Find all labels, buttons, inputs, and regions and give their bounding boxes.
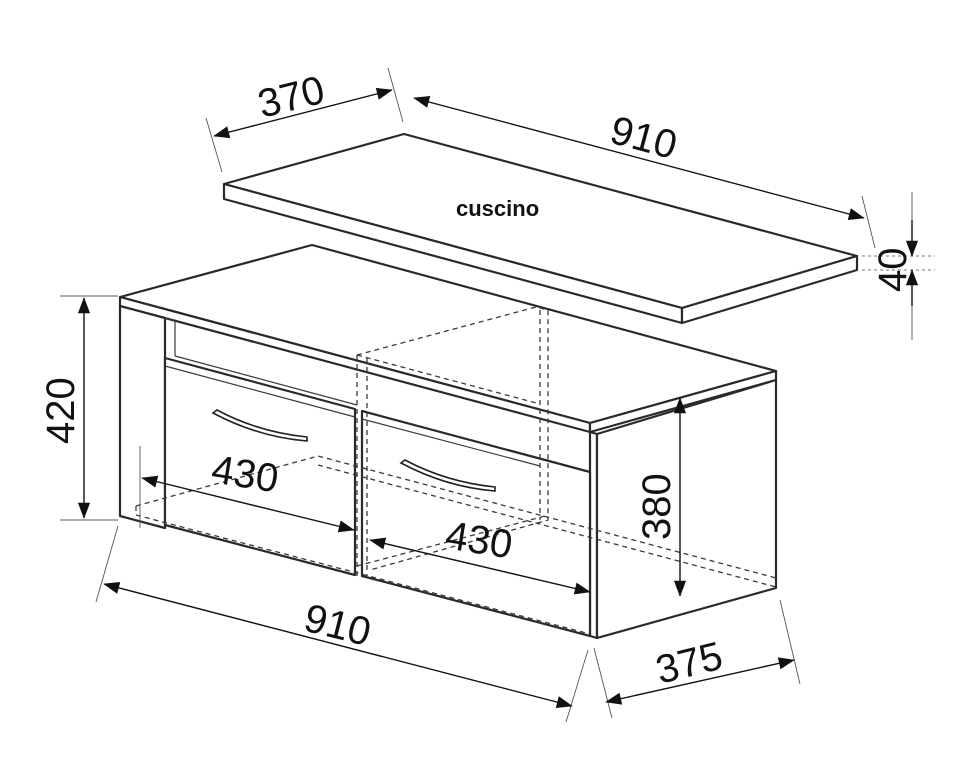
right-side-panel bbox=[595, 378, 778, 640]
drawer-lip-left bbox=[164, 365, 356, 418]
drawer-handle-left bbox=[211, 409, 308, 442]
cushion-side-face bbox=[680, 254, 859, 325]
hidden-partition bbox=[356, 306, 549, 571]
hidden-bottom-back-2 bbox=[317, 464, 777, 588]
drawer-handle-right bbox=[399, 459, 496, 492]
hidden-bottom-back bbox=[135, 455, 777, 579]
dim-inner-height-label: 380 bbox=[635, 473, 679, 540]
dim-total-depth-label: 375 bbox=[652, 634, 727, 693]
shelf-edge bbox=[164, 317, 176, 322]
dim-drawer-left bbox=[141, 475, 355, 533]
dim-cushion-depth bbox=[213, 87, 393, 139]
dim-drawer-right-label: 430 bbox=[443, 513, 516, 567]
dim-total-width bbox=[103, 581, 573, 709]
dim-total-depth bbox=[605, 657, 795, 705]
dim-cushion-thickness-label: 40 bbox=[871, 248, 915, 293]
drawer-lip-right bbox=[361, 418, 541, 467]
cushion-label: cuscino bbox=[456, 196, 539, 221]
left-side-panel bbox=[118, 304, 167, 530]
dim-drawer-left-label: 430 bbox=[209, 447, 282, 501]
dim-cushion-depth-label: 370 bbox=[254, 68, 329, 127]
hidden-partition-top bbox=[356, 354, 541, 405]
hidden-bottom-mid bbox=[356, 515, 546, 567]
dim-cushion-width-label: 910 bbox=[606, 108, 682, 168]
cushion: cuscino bbox=[222, 132, 859, 325]
shelf-opening-bottom bbox=[174, 355, 358, 406]
dim-total-height-label: 420 bbox=[39, 377, 83, 444]
dim-cushion-width bbox=[413, 96, 865, 220]
dim-total-width-label: 910 bbox=[300, 596, 375, 655]
